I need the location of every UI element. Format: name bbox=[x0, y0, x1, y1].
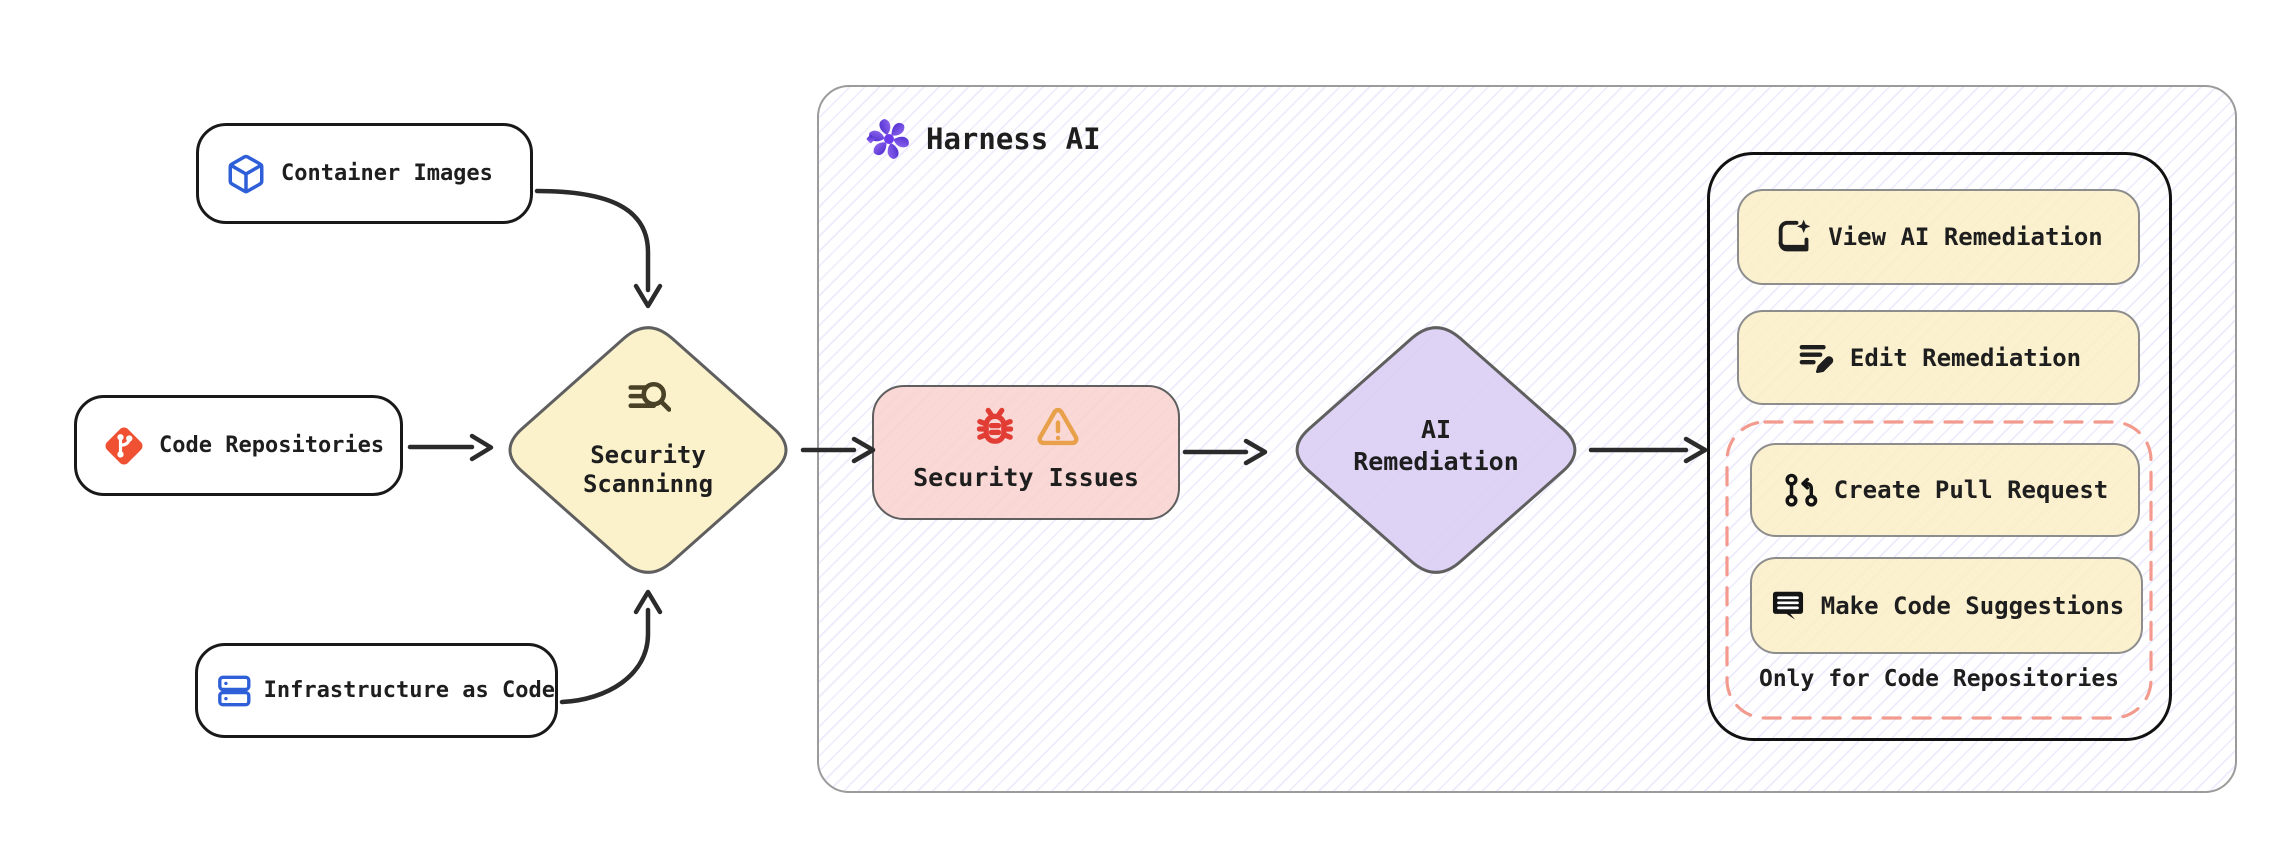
arrow-code-repositories-to-scanning bbox=[407, 433, 494, 462]
view-ai-remediation-button: View AI Remediation bbox=[1737, 189, 2140, 285]
harness-ai-title: Harness AI bbox=[926, 122, 1101, 156]
ai-remediation-line1: AI bbox=[1420, 415, 1452, 444]
edit-remediation-icon bbox=[1799, 344, 1834, 373]
node-label: Infrastructure as Code bbox=[263, 678, 555, 703]
bug-icon bbox=[976, 407, 1014, 444]
node-code-repositories: Code Repositories bbox=[74, 395, 403, 496]
code-repos-only-note: Only for Code Repositories bbox=[1758, 666, 2120, 692]
button-label: View AI Remediation bbox=[1828, 223, 2103, 251]
node-container-images: Container Images bbox=[196, 123, 533, 224]
security-scanning-line1: Security bbox=[590, 441, 706, 469]
git-icon bbox=[105, 427, 143, 464]
arrow-container-images-to-scanning bbox=[534, 188, 663, 309]
node-infrastructure-as-code: Infrastructure as Code bbox=[195, 643, 558, 738]
container-cube-icon bbox=[228, 154, 264, 193]
ai-remediation-line2: Remediation bbox=[1353, 447, 1519, 476]
button-label: Create Pull Request bbox=[1833, 476, 2109, 504]
ai-remediation-label: AI Remediation bbox=[1286, 414, 1586, 478]
node-security-issues: Security Issues bbox=[872, 385, 1180, 520]
harness-ai-header: Harness AI bbox=[865, 115, 1101, 163]
edit-remediation-button: Edit Remediation bbox=[1737, 310, 2140, 405]
harness-ai-logo-icon bbox=[866, 119, 909, 159]
create-pull-request-button: Create Pull Request bbox=[1750, 443, 2140, 537]
node-label: Security Issues bbox=[913, 463, 1139, 492]
arrow-infrastructure-to-scanning bbox=[559, 589, 663, 705]
remediation-actions-frame bbox=[1707, 152, 2172, 741]
server-icon bbox=[218, 675, 251, 706]
issues-icon-row bbox=[971, 403, 1081, 453]
node-label: Container Images bbox=[281, 161, 493, 186]
node-label: Code Repositories bbox=[159, 433, 385, 458]
button-label: Edit Remediation bbox=[1849, 343, 2082, 372]
make-code-suggestions-button: Make Code Suggestions bbox=[1750, 557, 2143, 654]
security-scanning-label: Security Scanninng bbox=[498, 441, 798, 499]
code-suggestions-icon bbox=[1772, 591, 1803, 620]
warning-icon bbox=[1037, 407, 1079, 446]
scan-search-icon bbox=[628, 381, 671, 412]
pull-request-icon bbox=[1785, 473, 1818, 507]
button-label: Make Code Suggestions bbox=[1820, 591, 2125, 620]
security-scanning-line2: Scanninng bbox=[582, 470, 714, 498]
view-remediation-icon bbox=[1778, 219, 1811, 252]
